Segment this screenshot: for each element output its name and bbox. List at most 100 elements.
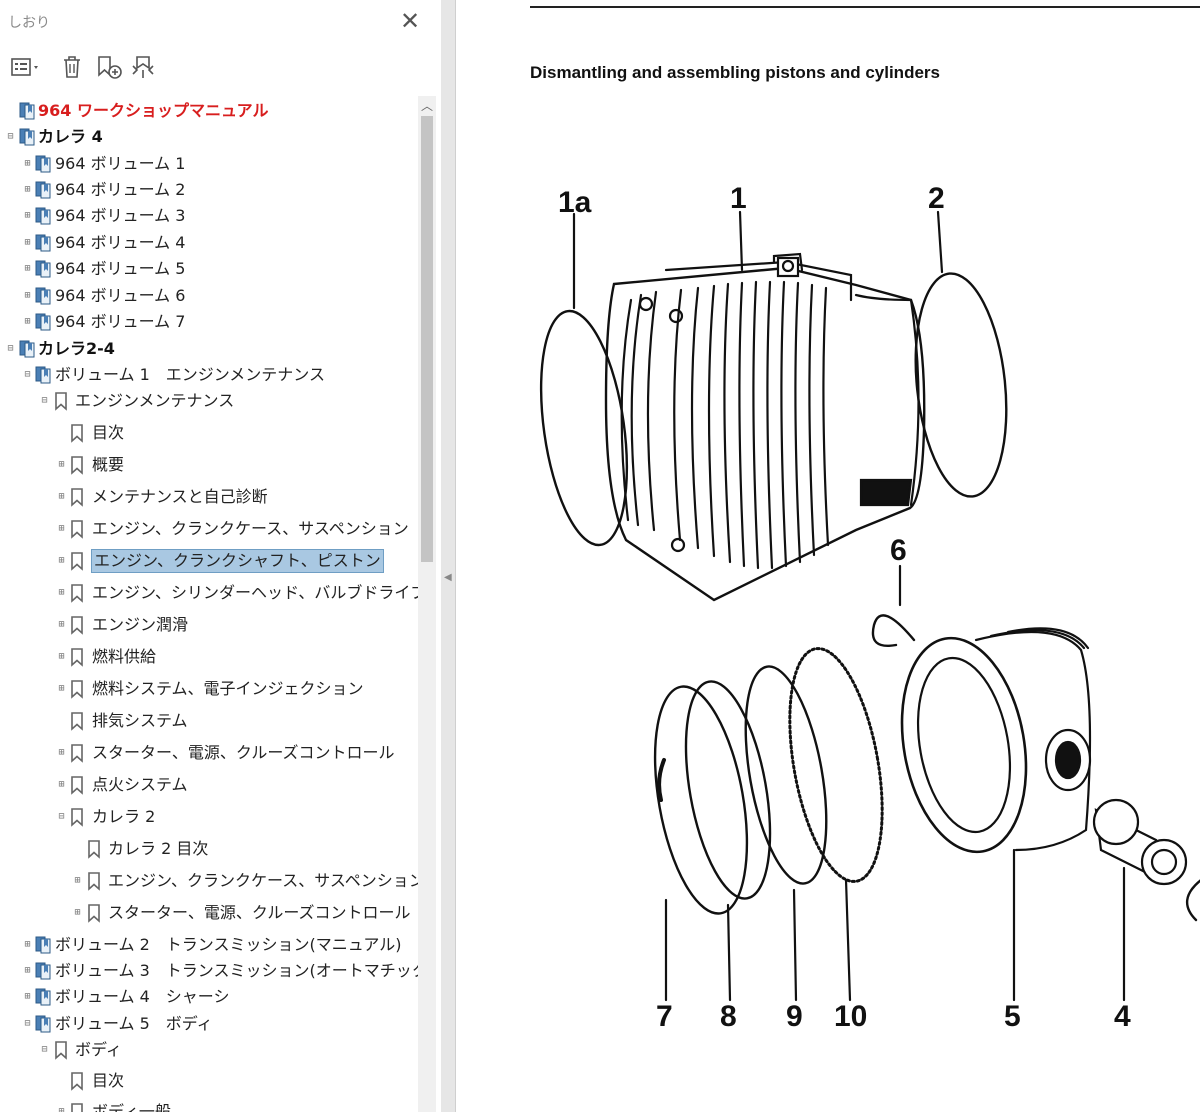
bookmark-row[interactable]: ⊟カレラ 2: [0, 804, 418, 830]
expand-icon[interactable]: ⊞: [74, 875, 81, 886]
options-menu-button[interactable]: [8, 51, 44, 83]
bookmark-row[interactable]: ⊞燃料システム、電子インジェクション: [0, 676, 418, 702]
bookmark-row[interactable]: ⊞スターター、電源、クルーズコントロール: [0, 740, 418, 766]
bookmark-row[interactable]: ⊞964 ボリューム 2: [0, 177, 418, 203]
expand-icon[interactable]: ⊞: [58, 619, 65, 630]
bookmark-row[interactable]: ⊞ ボリューム 2 トランスミッション(マニュアル): [0, 932, 418, 958]
collapse-icon[interactable]: ⊟: [24, 1018, 31, 1029]
bookmark-row[interactable]: ⊞ 964 ボリューム 7: [0, 309, 418, 335]
bookmark-row[interactable]: ⊞ 964 ボリューム 3: [0, 203, 418, 229]
close-icon[interactable]: ✕: [399, 7, 421, 35]
scroll-up-arrow-icon[interactable]: ︿: [420, 99, 433, 113]
bookmark-label: エンジン潤滑: [92, 615, 189, 634]
collapse-icon[interactable]: ⊟: [58, 811, 65, 822]
expand-icon[interactable]: ⊞: [58, 747, 65, 758]
bookmark-label: エンジンメンテナンス: [75, 391, 235, 410]
bookmark-row[interactable]: ⊞964 ボリューム 1: [0, 151, 418, 177]
bookmark-row[interactable]: ⊞ボリューム 4 シャーシ: [0, 984, 418, 1010]
bookmark-label: 目次: [92, 1071, 125, 1090]
expand-icon[interactable]: ⊞: [24, 210, 31, 221]
bookmark-icon: [71, 712, 83, 731]
expand-icon[interactable]: ⊞: [24, 991, 31, 1002]
bookmark-row[interactable]: 964 ワークショップマニュアル: [0, 98, 418, 124]
panel-splitter[interactable]: [441, 0, 456, 1112]
expand-icon[interactable]: ⊞: [58, 459, 65, 470]
bookmark-label: 964 ボリューム 3: [55, 206, 186, 225]
bookmark-row[interactable]: カレラ 2 目次: [0, 836, 418, 862]
bookmark-icon: [71, 808, 83, 827]
bookmark-row[interactable]: ⊞メンテナンスと自己診断: [0, 484, 418, 510]
collapse-icon[interactable]: ⊟: [41, 1044, 48, 1055]
bookmark-label: 964 ボリューム 7: [55, 312, 186, 331]
bookmark-row[interactable]: ⊞ エンジン潤滑: [0, 612, 418, 638]
expand-icon[interactable]: ⊞: [24, 158, 31, 169]
expand-icon[interactable]: ⊞: [74, 907, 81, 918]
expand-icon[interactable]: ⊞: [58, 1106, 65, 1112]
bookmark-row[interactable]: ⊞スターター、電源、クルーズコントロール: [0, 900, 418, 926]
bookmark-row[interactable]: ⊞964 ボリューム 5: [0, 256, 418, 282]
expand-icon[interactable]: ⊞: [24, 290, 31, 301]
bookmark-row[interactable]: ⊞ 概要: [0, 452, 418, 478]
document-bookmark-icon: [19, 340, 35, 358]
document-bookmark-icon: [35, 313, 51, 331]
bookmark-icon: [71, 584, 83, 603]
bookmark-label: 964 ボリューム 6: [55, 286, 186, 305]
bookmark-row[interactable]: ⊟ボリューム 5 ボディ: [0, 1011, 418, 1037]
bookmark-icon: [71, 616, 83, 635]
delete-button[interactable]: [58, 51, 86, 83]
bookmark-row[interactable]: 排気システム: [0, 708, 418, 734]
collapse-icon[interactable]: ⊟: [24, 369, 31, 380]
expand-icon[interactable]: ⊞: [58, 651, 65, 662]
expand-icon[interactable]: ⊞: [58, 523, 65, 534]
bookmark-row[interactable]: 目次: [0, 1068, 418, 1094]
bookmark-icon: [71, 552, 83, 571]
expand-icon[interactable]: ⊞: [58, 779, 65, 790]
bookmark-icon: [71, 776, 83, 795]
expand-icon[interactable]: ⊞: [24, 184, 31, 195]
bookmark-row[interactable]: ⊟ボディ: [0, 1037, 418, 1063]
bookmark-row[interactable]: ⊞エンジン、クランクシャフト、ピストン: [0, 548, 418, 574]
bookmark-row[interactable]: ⊟カレラ 4: [0, 124, 418, 150]
gasket-2-drawing: [914, 272, 1008, 498]
bookmark-row[interactable]: 目次: [0, 420, 418, 446]
bookmark-label: 概要: [92, 455, 125, 474]
bookmark-icon: [71, 456, 83, 475]
bookmark-row[interactable]: ⊟カレラ2-4: [0, 336, 418, 362]
bookmark-icon: [88, 904, 100, 923]
new-bookmark-button[interactable]: [94, 51, 124, 83]
bookmark-row[interactable]: ⊞エンジン、クランクケース、サスペンション: [0, 516, 418, 542]
bookmark-label: ボリューム 2 トランスミッション(マニュアル): [55, 935, 402, 954]
bookmark-row[interactable]: ⊞点火システム: [0, 772, 418, 798]
bookmark-row[interactable]: ⊞エンジン、クランクケース、サスペンション: [0, 868, 418, 894]
expand-icon[interactable]: ⊞: [58, 587, 65, 598]
expand-icon[interactable]: ⊞: [58, 683, 65, 694]
collapse-icon[interactable]: ⊟: [7, 343, 14, 354]
bookmark-row[interactable]: ⊟ エンジンメンテナンス: [0, 388, 418, 414]
tree-scrollbar-thumb[interactable]: [421, 116, 433, 562]
expand-icon[interactable]: ⊞: [24, 939, 31, 950]
bookmark-row[interactable]: ⊟ボリューム 1 エンジンメンテナンス: [0, 362, 418, 388]
collapse-left-arrow-icon[interactable]: ◀: [444, 572, 452, 583]
expand-icon[interactable]: ⊞: [58, 491, 65, 502]
collapse-icon[interactable]: ⊟: [7, 131, 14, 142]
expand-icon[interactable]: ⊞: [24, 263, 31, 274]
bookmark-row[interactable]: ⊞ エンジン、シリンダーヘッド、バルブドライブ: [0, 580, 418, 606]
collapse-icon[interactable]: ⊟: [41, 395, 48, 406]
bookmark-row[interactable]: ⊞ 964 ボリューム 6: [0, 283, 418, 309]
bookmark-row[interactable]: ⊞ボリューム 3 トランスミッション(オートマチック): [0, 958, 418, 984]
bookmark-toolbar: [0, 44, 441, 92]
bookmark-row[interactable]: ⊞燃料供給: [0, 644, 418, 670]
bookmark-row[interactable]: ⊞964 ボリューム 4: [0, 230, 418, 256]
expand-icon[interactable]: ⊞: [58, 555, 65, 566]
document-page: Dismantling and assembling pistons and c…: [456, 0, 1200, 1112]
bookmark-row[interactable]: ⊞ボディ一般: [0, 1099, 418, 1112]
expand-icon[interactable]: ⊞: [24, 316, 31, 327]
delete-icon: [64, 56, 80, 78]
bookmark-label: エンジン、シリンダーヘッド、バルブドライブ: [92, 583, 418, 602]
snap-ring-6-drawing: [871, 614, 916, 647]
expand-icon[interactable]: ⊞: [24, 965, 31, 976]
expand-icon[interactable]: ⊞: [24, 237, 31, 248]
expand-bookmark-button[interactable]: [128, 51, 158, 83]
gasket-1a-drawing: [539, 309, 629, 547]
document-bookmark-icon: [35, 287, 51, 305]
